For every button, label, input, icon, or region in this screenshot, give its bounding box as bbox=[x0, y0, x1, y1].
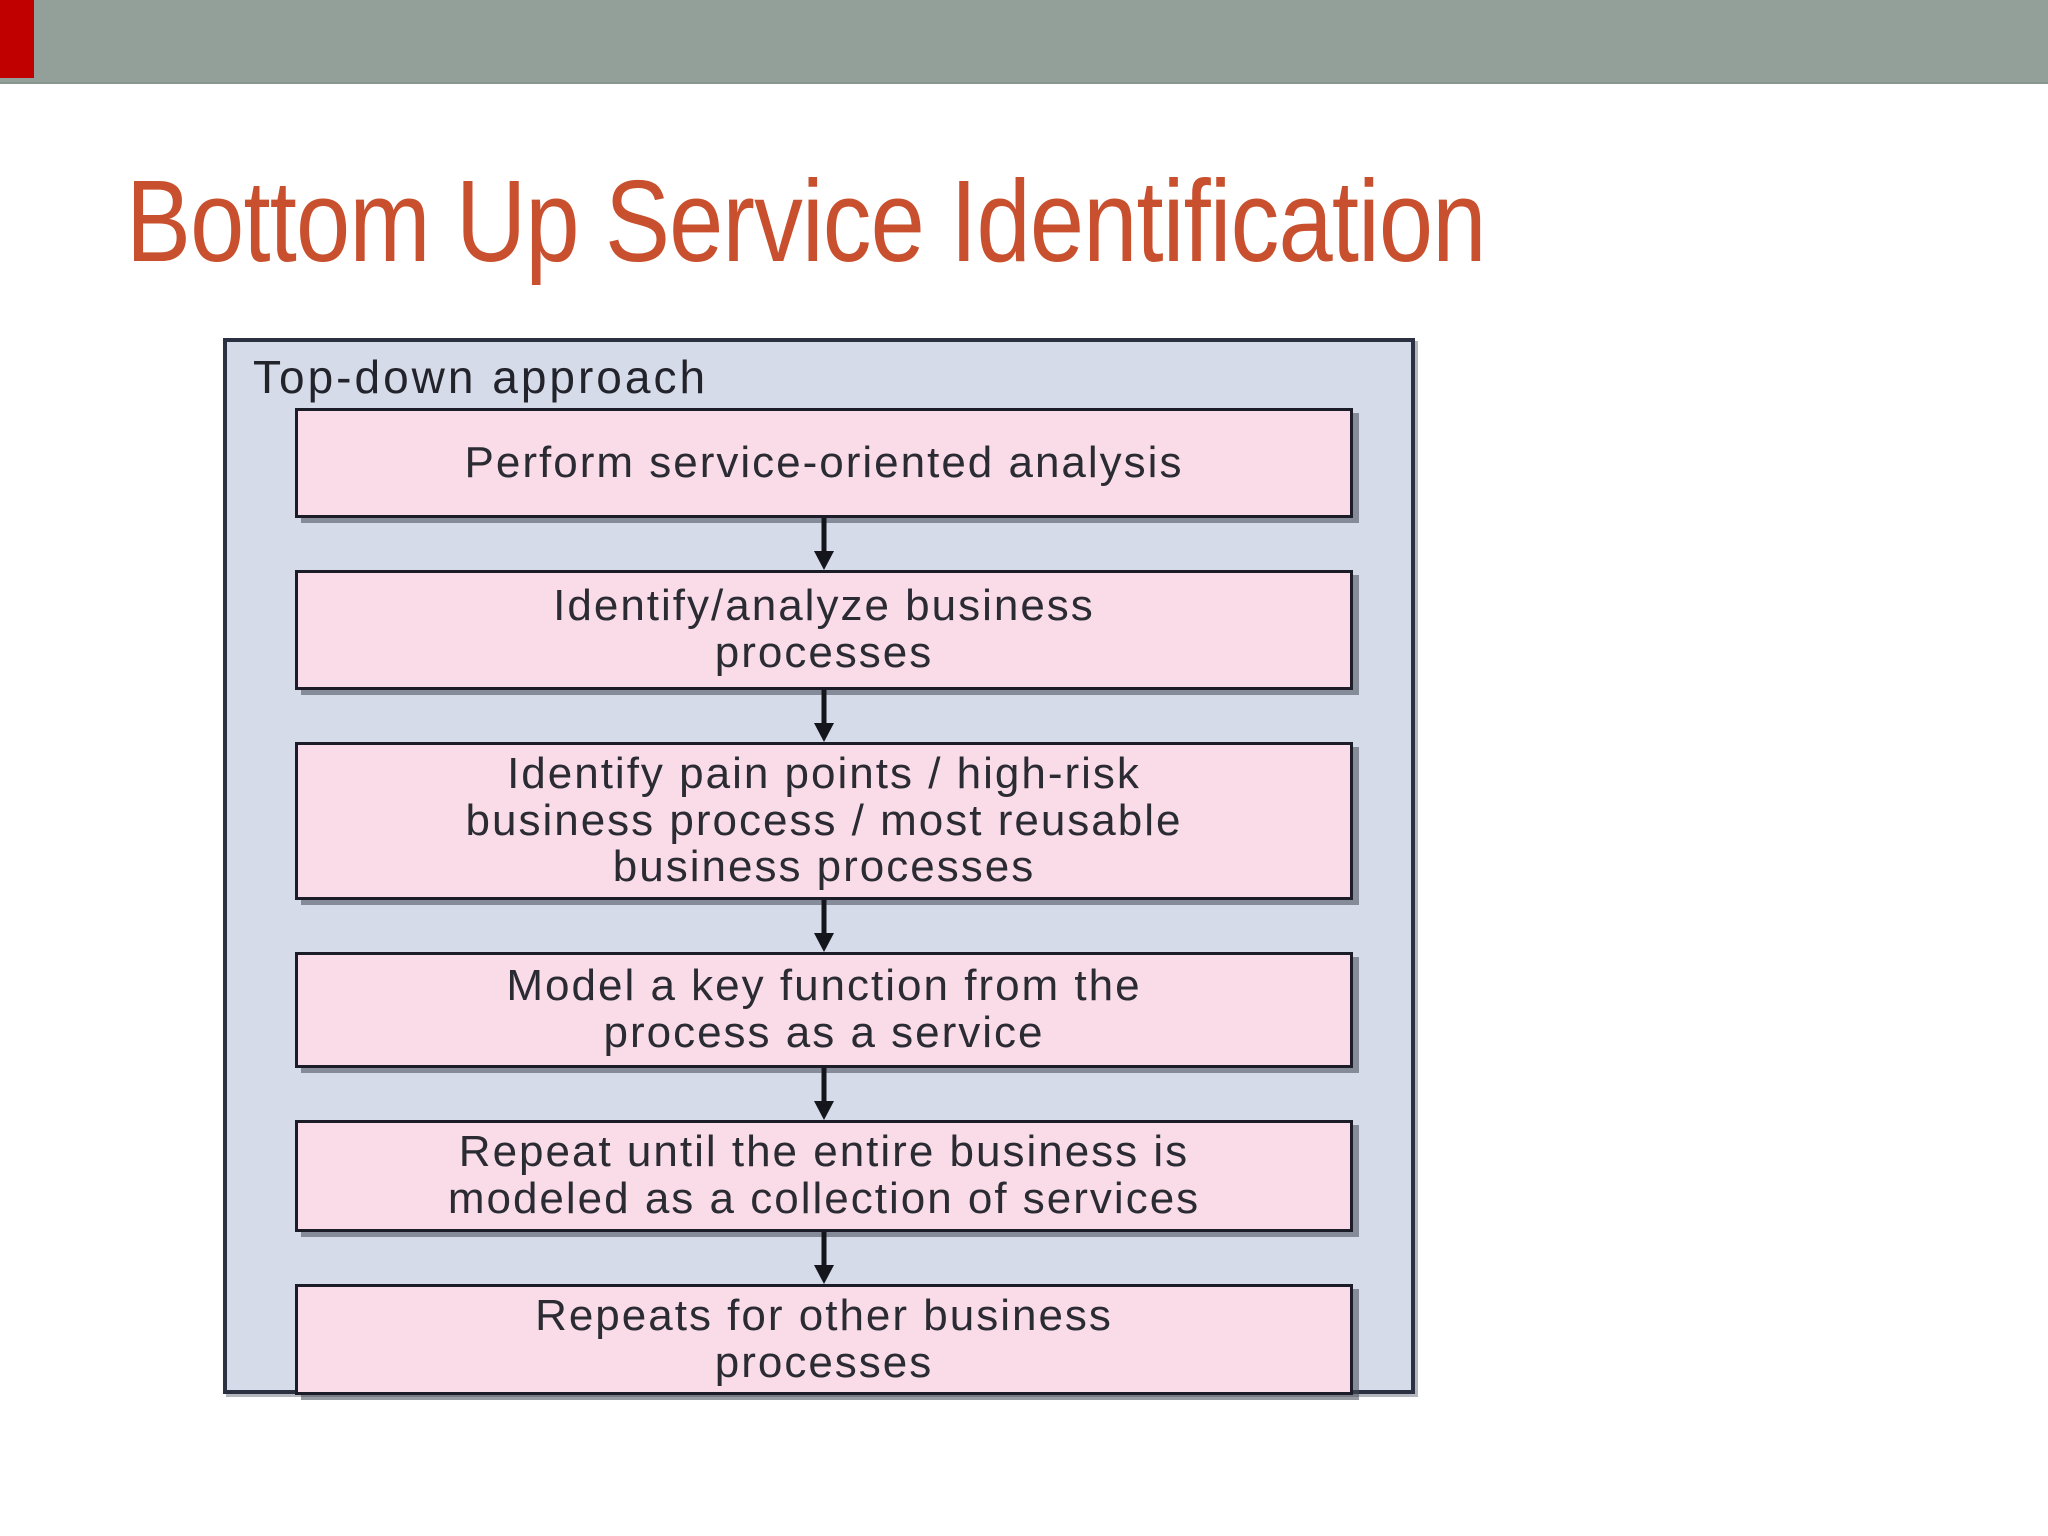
flowchart-stack: Perform service-oriented analysis Identi… bbox=[295, 408, 1353, 1396]
step-label: Repeats for other business processes bbox=[535, 1290, 1113, 1387]
arrow-down-icon bbox=[295, 1231, 1353, 1284]
arrow-down-icon bbox=[295, 690, 1353, 742]
step-box: Perform service-oriented analysis bbox=[295, 408, 1353, 518]
panel-label: Top-down approach bbox=[253, 351, 709, 403]
step-box: Repeat until the entire business is mode… bbox=[295, 1119, 1353, 1232]
arrow-down-icon bbox=[295, 518, 1353, 570]
arrow-down-icon bbox=[295, 1067, 1353, 1120]
step-label: Perform service-oriented analysis bbox=[464, 437, 1184, 487]
step-label: Identify/analyze business processes bbox=[553, 581, 1095, 677]
step-box: Identify/analyze business processes bbox=[295, 570, 1353, 690]
arrow-down-icon bbox=[295, 899, 1353, 952]
page-title: Bottom Up Service Identification bbox=[126, 156, 1486, 286]
top-down-approach-panel: Top-down approach Perform service-orient… bbox=[223, 338, 1415, 1396]
step-label: Identify pain points / high-risk busines… bbox=[465, 749, 1183, 892]
step-box: Model a key function from the process as… bbox=[295, 951, 1353, 1068]
step-box: Repeats for other business processes bbox=[295, 1283, 1353, 1396]
red-accent-block bbox=[0, 0, 34, 78]
step-label: Model a key function from the process as… bbox=[506, 961, 1142, 1057]
step-box: Identify pain points / high-risk busines… bbox=[295, 742, 1353, 900]
step-label: Repeat until the entire business is mode… bbox=[447, 1127, 1201, 1223]
top-accent-bar bbox=[0, 0, 2048, 84]
